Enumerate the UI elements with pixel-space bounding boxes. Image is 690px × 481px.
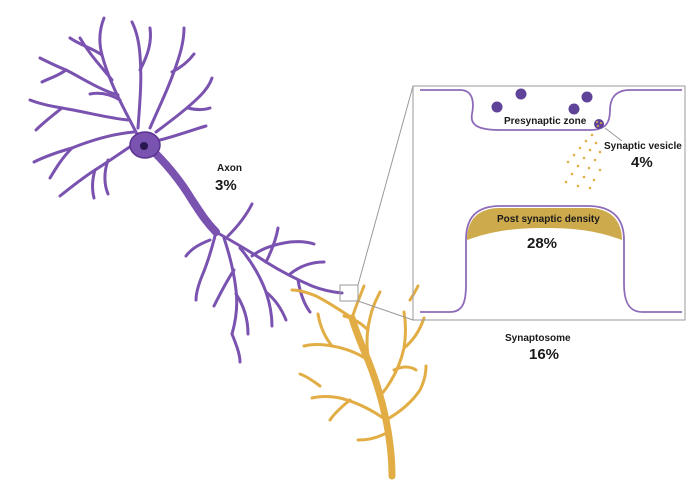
synaptosome-label: Synaptosome [505,333,571,344]
presynaptic-zone-label: Presynaptic zone [504,116,587,127]
vesicle [491,101,503,113]
neuron [28,16,344,364]
synaptic-vesicles [491,88,593,115]
vesicle [515,88,527,100]
postsynaptic-membrane [420,205,682,313]
axon-percentage: 3% [215,177,237,194]
nucleus [140,142,148,150]
axon [144,142,220,236]
post-synaptic-density [467,208,622,240]
axon-terminals [184,202,344,364]
vesicle [568,103,580,115]
synaptic-vesicle-percentage: 4% [631,154,653,171]
inset-panel [412,85,686,321]
axon-label: Axon [217,163,242,174]
fusing-vesicle [594,119,604,129]
soma-dendrites [28,16,214,200]
synaptic-vesicle-label: Synaptic vesicle [604,141,682,152]
synaptosome-percentage: 16% [529,346,560,363]
vesicle-leader-line [604,127,623,142]
post-synaptic-density-label: Post synaptic density [497,214,600,225]
neurotransmitter-dots [564,133,602,190]
vesicle [581,91,593,103]
zoom-source-box [339,284,359,302]
post-synaptic-density-percentage: 28% [527,235,558,252]
dendritic-tree [290,284,428,480]
presynaptic-membrane [420,89,682,131]
zoom-indicator [339,85,414,321]
